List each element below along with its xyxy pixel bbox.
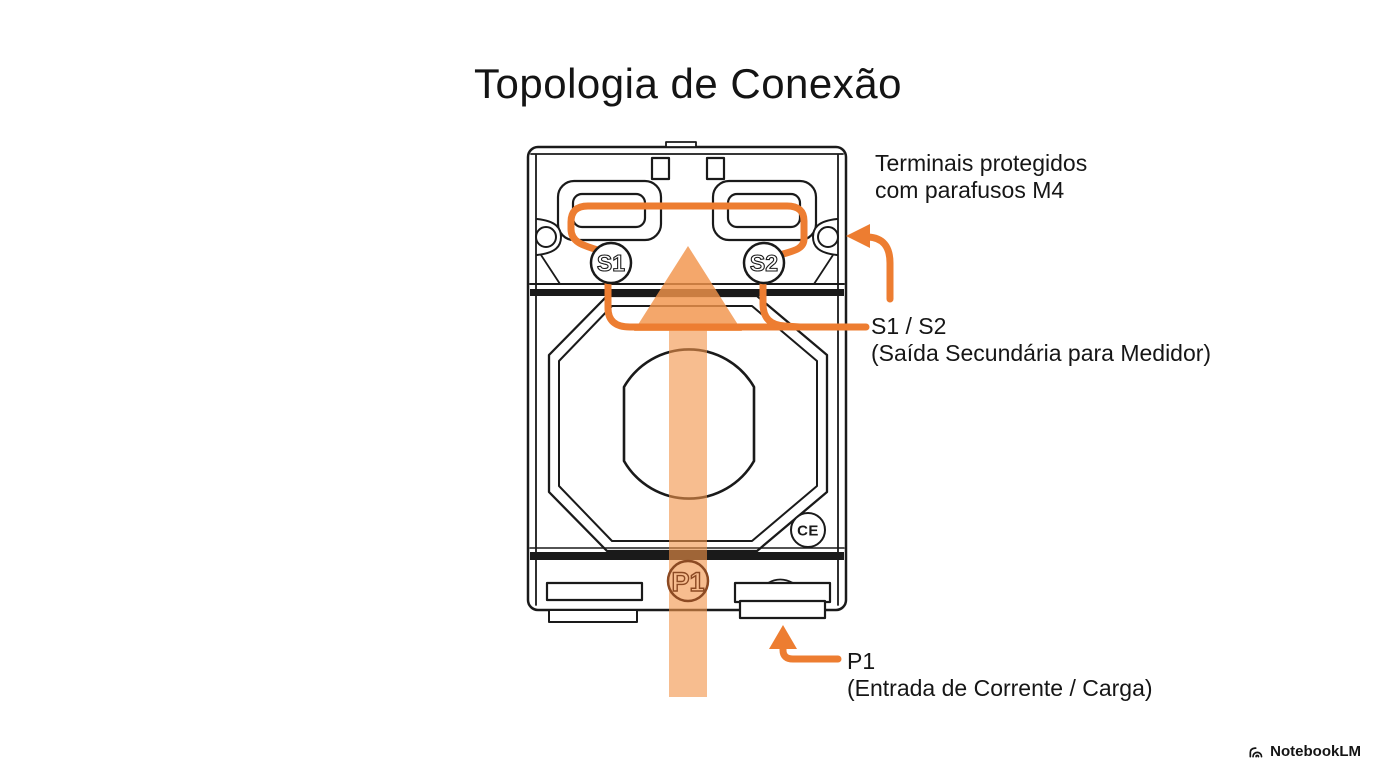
s2-terminal-text: S2 xyxy=(750,250,778,276)
secondary-wire-s1-lead xyxy=(604,277,870,331)
current-flow-arrow xyxy=(634,246,742,697)
terminals-label-line1: Terminais protegidos xyxy=(875,150,1088,176)
secondary-wire-s2-lead xyxy=(759,277,804,331)
current-arrow-shaft xyxy=(669,328,707,697)
primary-input-label: P1 (Entrada de Corrente / Carga) xyxy=(847,648,1153,702)
terminals-callout-arrow xyxy=(864,233,894,303)
secondary-output-label: S1 / S2 (Saída Secundária para Medidor) xyxy=(871,313,1211,367)
bottom-slot-left xyxy=(545,581,644,602)
mounting-ear-right xyxy=(812,218,839,285)
primary-input-title: P1 xyxy=(847,648,876,674)
din-clip-left xyxy=(548,609,638,623)
p1-marking: P1 xyxy=(666,559,710,603)
primary-terminal-block xyxy=(733,578,832,620)
secondary-wire-loop xyxy=(567,202,808,258)
notebooklm-watermark: NotebookLM xyxy=(1248,743,1361,760)
terminals-arrow-head-icon xyxy=(846,224,870,248)
secondary-output-title: S1 / S2 xyxy=(871,313,947,339)
notebooklm-logo-icon xyxy=(1249,746,1263,757)
s2-terminal: S2 xyxy=(742,241,786,285)
primary-input-desc: (Entrada de Corrente / Carga) xyxy=(847,675,1153,701)
ce-mark: CE xyxy=(790,512,826,548)
mounting-hole-right xyxy=(817,226,839,248)
mounting-hole-left xyxy=(535,226,557,248)
secondary-output-desc: (Saída Secundária para Medidor) xyxy=(871,340,1212,366)
page-title: Topologia de Conexão xyxy=(474,60,902,107)
current-arrow-head xyxy=(634,246,742,331)
primary-arrow-head-icon xyxy=(769,625,797,649)
s1-terminal-text: S1 xyxy=(597,250,625,276)
s1-terminal: S1 xyxy=(589,241,633,285)
mounting-ear-left xyxy=(535,218,562,285)
terminals-label-line2: com parafusos M4 xyxy=(875,177,1065,203)
vent-square-left xyxy=(650,156,671,181)
top-tab xyxy=(665,141,697,148)
watermark-text: NotebookLM xyxy=(1270,743,1361,760)
p1-marking-text: P1 xyxy=(671,567,704,597)
ce-mark-text: CE xyxy=(797,523,819,540)
vent-square-right xyxy=(705,156,726,181)
primary-callout-arrow xyxy=(779,643,842,663)
terminals-label: Terminais protegidos com parafusos M4 xyxy=(875,150,1087,204)
octagon-outer xyxy=(547,294,829,553)
